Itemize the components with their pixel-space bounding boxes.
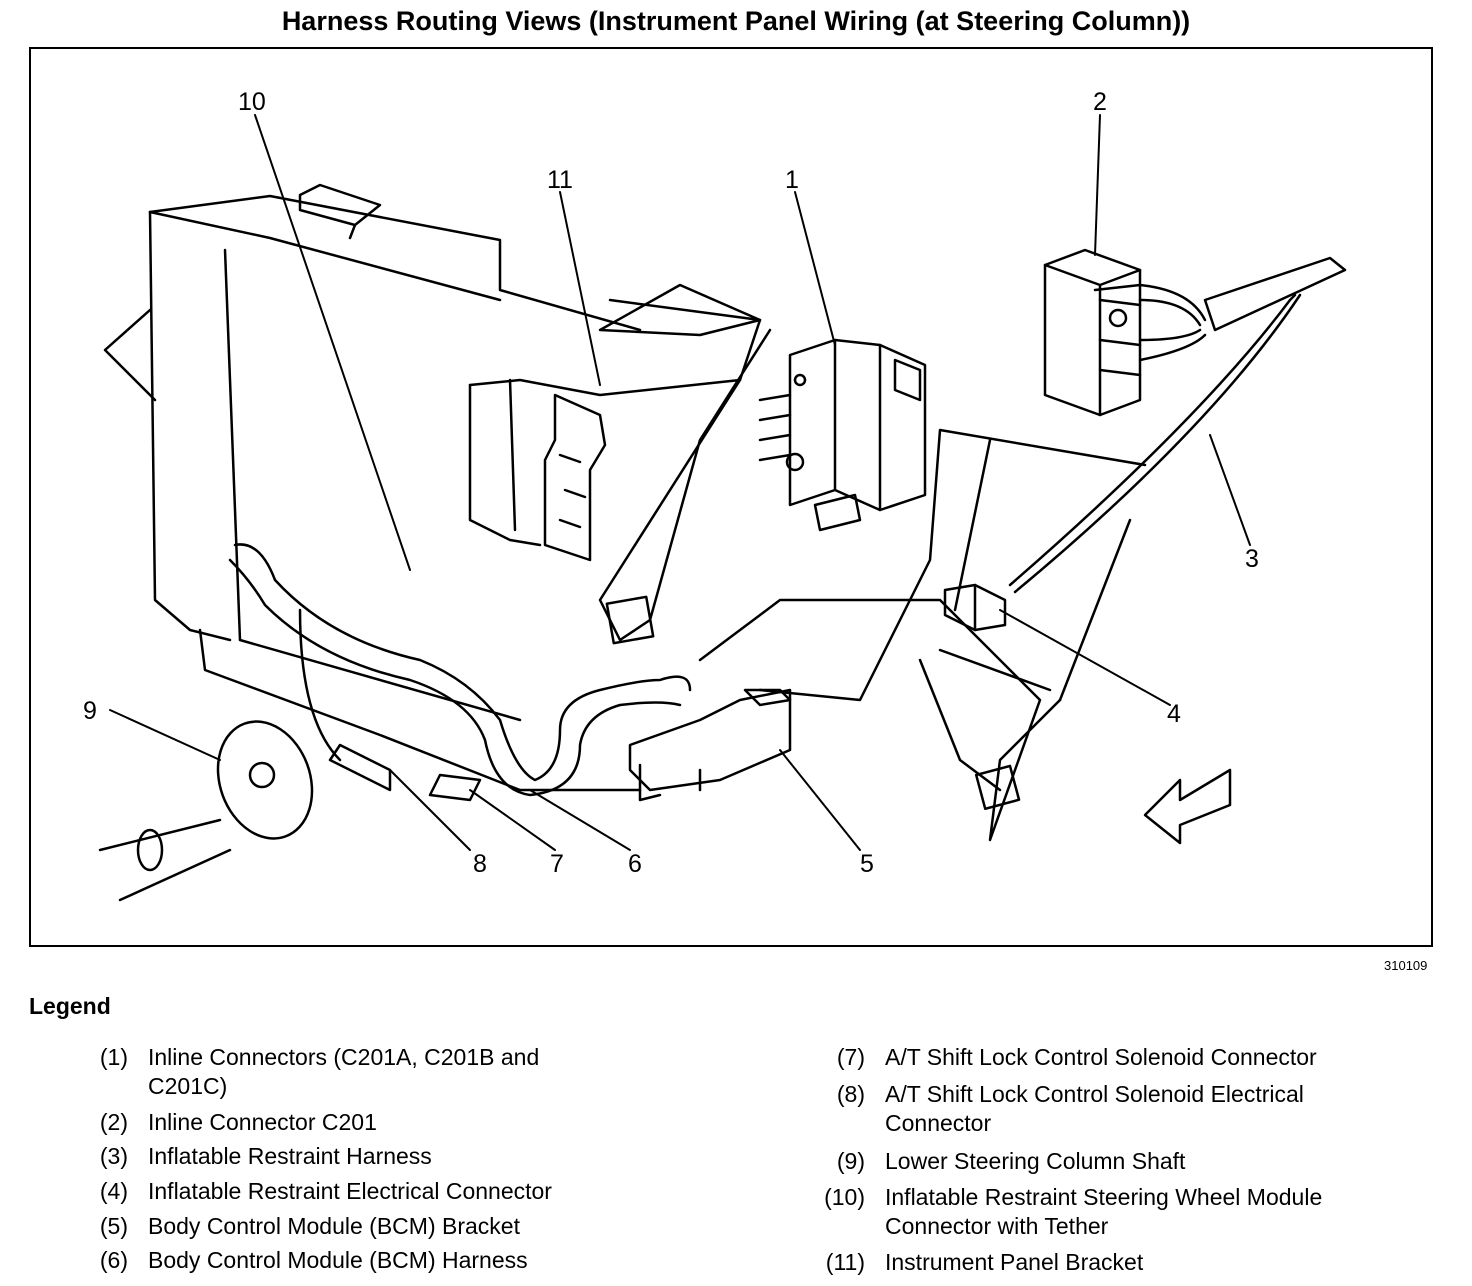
callout-leaders — [109, 114, 1251, 851]
legend-item-4: (4) Inflatable Restraint Electrical Conn… — [68, 1177, 688, 1207]
legend-item-11: (11) Instrument Panel Bracket — [805, 1248, 1445, 1278]
callout-11: 11 — [547, 166, 573, 194]
callout-1: 1 — [785, 166, 799, 194]
legend-item-6: (6) Body Control Module (BCM) Harness — [68, 1246, 668, 1276]
legend-item-10: (10) Inflatable Restraint Steering Wheel… — [805, 1183, 1445, 1243]
legend-item-8: (8) A/T Shift Lock Control Solenoid Elec… — [805, 1080, 1445, 1140]
legend-item-5: (5) Body Control Module (BCM) Bracket — [68, 1212, 668, 1242]
legend-text-cont: C201C) — [148, 1073, 228, 1099]
callout-9: 9 — [83, 697, 97, 725]
legend-text: A/T Shift Lock Control Solenoid Connecto… — [885, 1044, 1317, 1070]
legend-item-2: (2) Inline Connector C201 — [68, 1108, 668, 1138]
bcm-bracket — [628, 688, 792, 802]
diagram-frame — [29, 47, 1433, 947]
callout-4: 4 — [1167, 700, 1181, 728]
front-arrow-icon — [1143, 768, 1232, 845]
legend-heading: Legend — [29, 993, 111, 1019]
legend-number: (5) — [99, 1213, 128, 1239]
legend-number: (4) — [99, 1178, 128, 1204]
inflatable-restraint-harness — [943, 293, 1302, 632]
legend-text: Inflatable Restraint Electrical Connecto… — [148, 1178, 552, 1204]
legend-number: (1) — [99, 1044, 128, 1070]
callout-8: 8 — [473, 850, 487, 878]
legend-text-cont: Connector with Tether — [885, 1213, 1109, 1239]
callout-10: 10 — [238, 88, 266, 116]
callout-7: 7 — [550, 850, 564, 878]
legend-number: (8) — [836, 1081, 865, 1107]
callout-2: 2 — [1093, 88, 1107, 116]
legend-number: (6) — [99, 1247, 128, 1273]
legend-number: (2) — [99, 1109, 128, 1135]
legend-text-cont: Connector — [885, 1110, 992, 1136]
legend-item-7: (7) A/T Shift Lock Control Solenoid Conn… — [805, 1043, 1445, 1073]
legend-number: (11) — [825, 1249, 865, 1275]
instrument-panel-bracket — [543, 298, 772, 645]
legend-text: Body Control Module (BCM) Bracket — [148, 1213, 520, 1239]
instrument-panel-structure — [103, 183, 762, 792]
legend-text: Body Control Module (BCM) Harness — [148, 1247, 528, 1273]
legend-text: A/T Shift Lock Control Solenoid Electric… — [885, 1081, 1304, 1107]
harness-illustration — [98, 114, 1347, 902]
inline-connector-c201 — [1043, 248, 1347, 417]
legend-item-3: (3) Inflatable Restraint Harness — [68, 1142, 668, 1172]
page-title: Harness Routing Views (Instrument Panel … — [281, 6, 1191, 36]
callout-3: 3 — [1245, 545, 1259, 573]
legend-text: Inflatable Restraint Steering Wheel Modu… — [885, 1184, 1323, 1210]
bcm-harness — [228, 543, 692, 797]
legend-text: Inline Connectors (C201A, C201B and — [148, 1044, 540, 1070]
legend-text: Inflatable Restraint Harness — [148, 1143, 432, 1169]
legend-number: (10) — [824, 1184, 865, 1210]
legend-text: Inline Connector C201 — [148, 1109, 377, 1135]
legend-number: (3) — [99, 1143, 128, 1169]
legend-item-9: (9) Lower Steering Column Shaft — [805, 1147, 1445, 1177]
inline-connectors-c201abc — [758, 338, 927, 532]
legend-number: (9) — [836, 1148, 865, 1174]
legend-number: (7) — [836, 1044, 865, 1070]
legend-text: Instrument Panel Bracket — [885, 1249, 1144, 1275]
callout-5: 5 — [860, 850, 874, 878]
legend-text: Lower Steering Column Shaft — [885, 1148, 1186, 1174]
legend-item-1: (1) Inline Connectors (C201A, C201B and … — [68, 1043, 668, 1103]
lower-brackets — [698, 428, 1147, 842]
figure-number: 310109 — [1384, 958, 1428, 973]
callout-6: 6 — [628, 850, 642, 878]
